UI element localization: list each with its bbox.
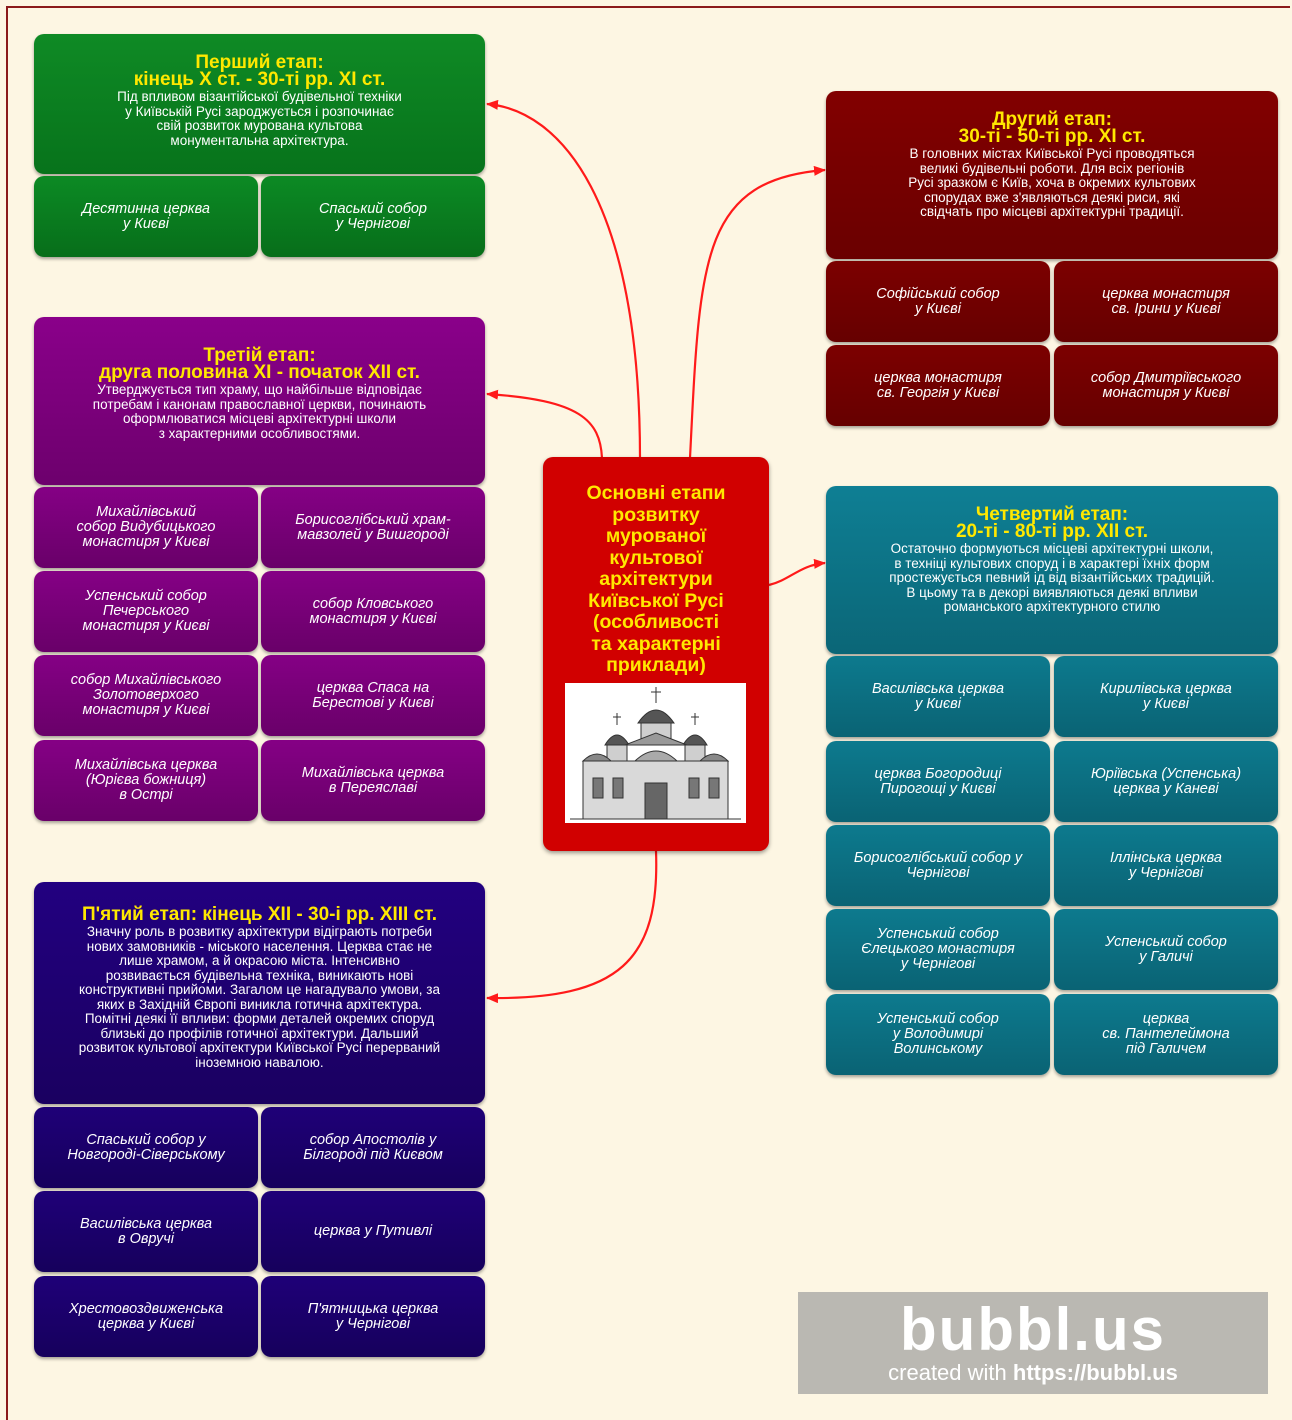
- stage-4-example[interactable]: Успенський собор у Галичі: [1054, 909, 1278, 990]
- stage-3-title: Третій етап: друга половина XI - початок…: [99, 345, 420, 383]
- stage-5-example[interactable]: Спаський собор у Новгороді-Сіверському: [34, 1107, 258, 1188]
- stage-5-example[interactable]: церква у Путивлі: [261, 1191, 485, 1272]
- stage-3-example[interactable]: Борисоглібський храм- мавзолей у Вишгоро…: [261, 487, 485, 568]
- stage-5-example[interactable]: Василівська церква в Овручі: [34, 1191, 258, 1272]
- stage-4-example[interactable]: церква Богородиці Пирогощі у Києві: [826, 741, 1050, 822]
- stage-1-title: Перший етап: кінець X ст. - 30-ті рр. XI…: [133, 52, 386, 90]
- stage-1-header[interactable]: Перший етап: кінець X ст. - 30-ті рр. XI…: [34, 34, 485, 174]
- diagram-frame: [6, 6, 1290, 1420]
- stage-3-example[interactable]: Успенський собор Печерського монастиря у…: [34, 571, 258, 652]
- stage-2-example[interactable]: собор Дмитріївського монастиря у Києві: [1054, 345, 1278, 426]
- credit-prefix: created with: [888, 1360, 1013, 1385]
- stage-5-header[interactable]: П'ятий етап: кінець XII - 30-і рр. XIII …: [34, 882, 485, 1104]
- stage-3-description: Утверджується тип храму, що найбільше ві…: [92, 382, 427, 441]
- stage-3-example[interactable]: Михайлівська церква в Переяславі: [261, 740, 485, 821]
- stage-4-example[interactable]: Юріївська (Успенська) церква у Каневі: [1054, 741, 1278, 822]
- stage-4-example[interactable]: Василівська церква у Києві: [826, 656, 1050, 737]
- stage-1-example[interactable]: Десятинна церква у Києві: [34, 176, 258, 257]
- stage-4-example[interactable]: Успенський собор у Володимирі Волинськом…: [826, 994, 1050, 1075]
- stage-2-title: Другий етап: 30-ті - 50-ті рр. XI ст.: [958, 109, 1146, 147]
- stage-4-header[interactable]: Четвертий етап: 20-ті - 80-ті рр. XII ст…: [826, 486, 1278, 654]
- stage-1-example[interactable]: Спаський собор у Чернігові: [261, 176, 485, 257]
- stage-3-example[interactable]: собор Кловського монастиря у Києві: [261, 571, 485, 652]
- bubbl-watermark[interactable]: bubbl.us created with https://bubbl.us: [798, 1292, 1268, 1394]
- stage-4-example[interactable]: Кирилівська церква у Києві: [1054, 656, 1278, 737]
- stage-5-example[interactable]: Хрестовоздвиженська церква у Києві: [34, 1276, 258, 1357]
- stage-2-example[interactable]: церква монастиря св. Георгія у Києві: [826, 345, 1050, 426]
- stage-3-example[interactable]: церква Спаса на Берестові у Києві: [261, 655, 485, 736]
- central-topic[interactable]: Основні етапи розвитку мурованої культов…: [543, 457, 769, 851]
- church-illustration: [565, 683, 746, 823]
- bubbl-logo: bubbl.us: [900, 1296, 1166, 1363]
- stage-3-example[interactable]: собор Михайлівського Золотоверхого монас…: [34, 655, 258, 736]
- stage-3-example[interactable]: Михайлівський собор Видубицького монасти…: [34, 487, 258, 568]
- stage-3-header[interactable]: Третій етап: друга половина XI - початок…: [34, 317, 485, 485]
- stage-3-example[interactable]: Михайлівська церква (Юрієва божниця) в О…: [34, 740, 258, 821]
- central-topic-title: Основні етапи розвитку мурованої культов…: [586, 482, 726, 676]
- stage-5-example[interactable]: П'ятницька церква у Чернігові: [261, 1276, 485, 1357]
- stage-4-example[interactable]: церква св. Пантелеймона під Галичем: [1054, 994, 1278, 1075]
- stage-4-example[interactable]: Успенський собор Єлецького монастиря у Ч…: [826, 909, 1050, 990]
- stage-2-header[interactable]: Другий етап: 30-ті - 50-ті рр. XI ст. В …: [826, 91, 1278, 259]
- stage-2-example[interactable]: Софійський собор у Києві: [826, 261, 1050, 342]
- stage-2-example[interactable]: церква монастиря св. Ірини у Києві: [1054, 261, 1278, 342]
- watermark-credit: created with https://bubbl.us: [798, 1360, 1268, 1386]
- stage-4-example[interactable]: Іллінська церква у Чернігові: [1054, 825, 1278, 906]
- stage-5-title: П'ятий етап: кінець XII - 30-і рр. XIII …: [81, 904, 438, 925]
- stage-4-description: Остаточно формуються місцеві архітектурн…: [889, 541, 1215, 614]
- stage-4-title: Четвертий етап: 20-ті - 80-ті рр. XII ст…: [955, 504, 1148, 542]
- stage-4-example[interactable]: Борисоглібський собор у Чернігові: [826, 825, 1050, 906]
- stage-5-description: Значну роль в розвитку архітектури відіг…: [78, 924, 441, 1070]
- credit-url[interactable]: https://bubbl.us: [1012, 1360, 1178, 1385]
- stage-2-description: В головних містах Київської Русі проводя…: [908, 146, 1196, 219]
- stage-5-example[interactable]: собор Апостолів у Білгороді під Києвом: [261, 1107, 485, 1188]
- stage-1-description: Під впливом візантійської будівельної те…: [117, 89, 402, 148]
